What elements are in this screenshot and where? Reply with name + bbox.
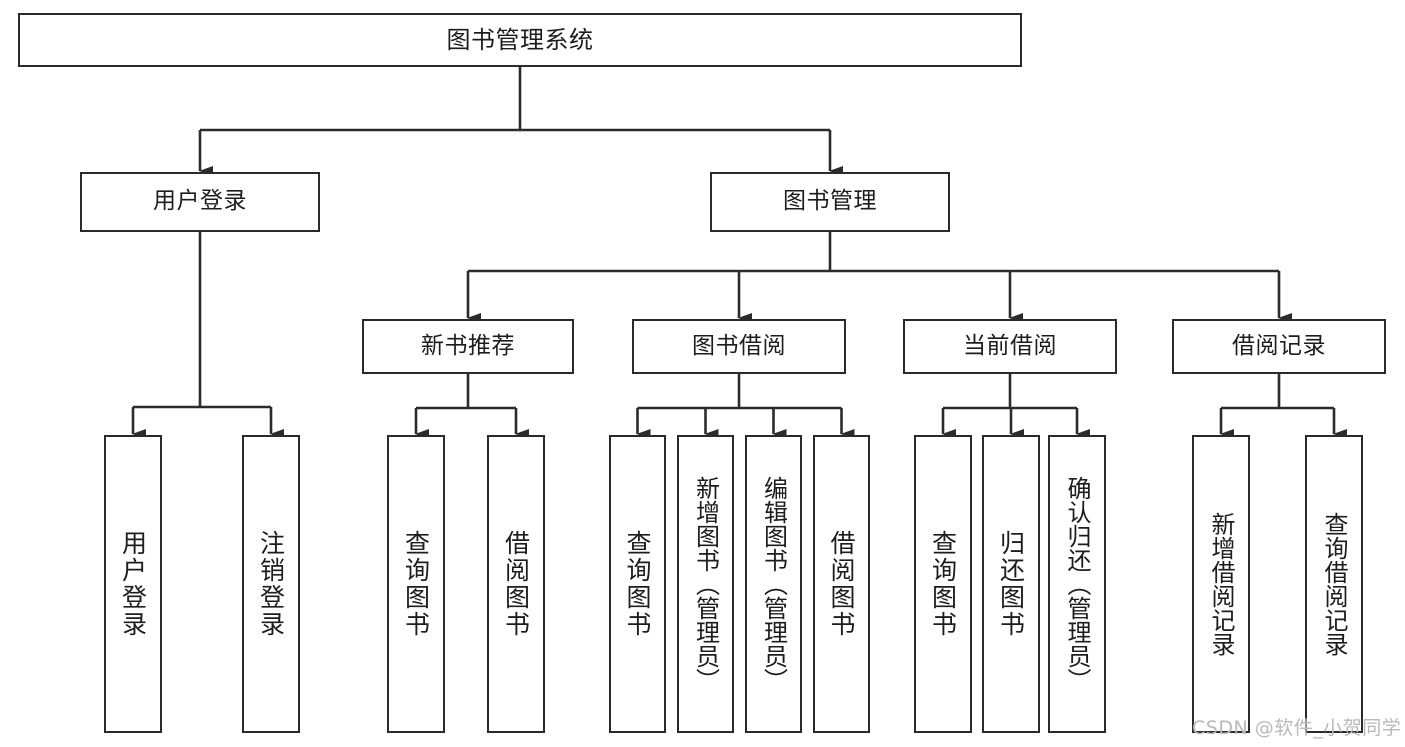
node-leaf-query-book-cur[interactable]: 查询图书 (914, 435, 972, 733)
node-label: 查询图书 (623, 530, 652, 638)
node-leaf-add-record[interactable]: 新增借阅记录 (1192, 435, 1250, 733)
node-book-manage[interactable]: 图书管理 (710, 172, 950, 232)
node-label: 用户登录 (118, 530, 148, 638)
node-root[interactable]: 图书管理系统 (18, 13, 1022, 67)
node-label: 用户登录 (153, 188, 247, 215)
node-label: 新增借阅记录 (1207, 512, 1235, 656)
node-leaf-query-record[interactable]: 查询借阅记录 (1305, 435, 1363, 733)
node-user-login[interactable]: 用户登录 (80, 172, 320, 232)
node-label: 新书推荐 (421, 332, 515, 359)
node-label: 图书管理系统 (446, 25, 594, 54)
node-new-book-rec[interactable]: 新书推荐 (362, 319, 574, 374)
node-label: 查询图书 (928, 530, 958, 638)
node-leaf-logout[interactable]: 注销登录 (242, 435, 300, 733)
node-label: 查询图书 (401, 530, 431, 638)
node-label: 当前借阅 (963, 332, 1057, 359)
node-label: 图书管理 (783, 188, 877, 215)
node-label: 借阅记录 (1232, 332, 1326, 359)
node-label: 确认归还（管理员） (1063, 476, 1091, 692)
node-label: 注销登录 (256, 530, 286, 638)
node-leaf-borrow-book[interactable]: 借阅图书 (813, 435, 870, 733)
node-leaf-add-book[interactable]: 新增图书（管理员） (677, 435, 734, 733)
node-label: 图书借阅 (692, 332, 786, 359)
node-label: 新增图书（管理员） (691, 476, 720, 692)
node-leaf-user-login[interactable]: 用户登录 (104, 435, 162, 733)
node-borrow-record[interactable]: 借阅记录 (1172, 319, 1386, 374)
node-leaf-confirm-return[interactable]: 确认归还（管理员） (1048, 435, 1106, 733)
node-current-borrow[interactable]: 当前借阅 (903, 319, 1117, 374)
node-label: 归还图书 (996, 530, 1026, 638)
node-label: 借阅图书 (827, 530, 856, 638)
node-leaf-edit-book[interactable]: 编辑图书（管理员） (745, 435, 802, 733)
node-label: 编辑图书（管理员） (759, 476, 788, 692)
node-book-borrow[interactable]: 图书借阅 (632, 319, 846, 374)
node-label: 借阅图书 (501, 530, 531, 638)
node-leaf-query-book[interactable]: 查询图书 (609, 435, 666, 733)
node-label: 查询借阅记录 (1320, 512, 1348, 656)
csdn-watermark: CSDN @软件_小贺同学 (1192, 717, 1402, 739)
node-leaf-query-book-rec[interactable]: 查询图书 (387, 435, 445, 733)
node-leaf-return-book[interactable]: 归还图书 (982, 435, 1040, 733)
node-leaf-borrow-book-rec[interactable]: 借阅图书 (487, 435, 545, 733)
